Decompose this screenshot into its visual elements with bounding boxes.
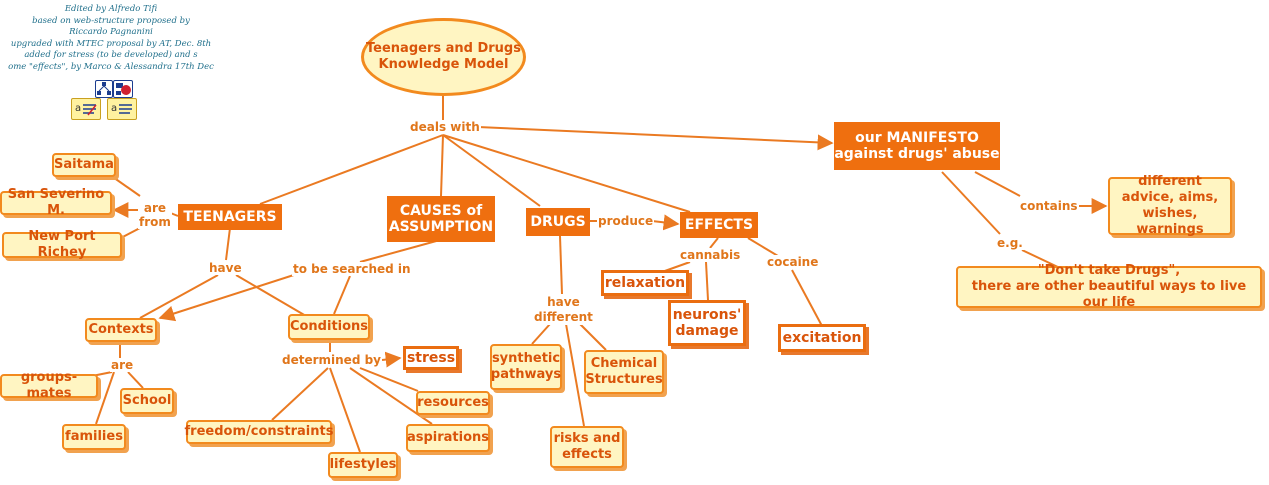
drugs-concept[interactable]: DRUGS	[526, 208, 590, 236]
synthetic-pathways-concept[interactable]: synthetic pathways	[490, 344, 562, 390]
link-determined-by[interactable]: determined by	[281, 353, 382, 367]
annotation-icon[interactable]: a	[71, 98, 101, 120]
link-are-from[interactable]: are from	[138, 201, 172, 229]
link-cocaine[interactable]: cocaine	[766, 255, 820, 269]
annotation-icon[interactable]: a	[107, 98, 137, 120]
manifesto-line2: against drugs' abuse	[834, 146, 1000, 162]
credits: Edited by Alfredo Tifi based on web-stru…	[0, 4, 222, 73]
aspirations-concept[interactable]: aspirations	[406, 424, 490, 452]
resources-concept[interactable]: resources	[416, 391, 490, 415]
dont-take-line2: there are other beautiful ways to live o…	[971, 279, 1247, 310]
synthetic-line2: pathways	[490, 367, 562, 382]
link-have-different-line2: different	[534, 310, 593, 324]
link-have-different[interactable]: have different	[533, 295, 594, 325]
advice-line1: different	[1138, 174, 1202, 189]
link-deals-with[interactable]: deals with	[409, 120, 481, 134]
resource-link-icon[interactable]	[113, 80, 133, 98]
credit-line: ome "effects", by Marco & Alessandra 17t…	[8, 61, 214, 72]
advice-line3: wishes, warnings	[1136, 206, 1204, 237]
chemical-line2: Structures	[585, 372, 663, 387]
contexts-concept[interactable]: Contexts	[85, 318, 157, 342]
neurons-line1: neurons'	[672, 307, 742, 323]
risks-line2: effects	[562, 447, 612, 462]
credit-line: added for stress (to be developed) and s	[24, 50, 198, 60]
link-eg[interactable]: e.g.	[996, 236, 1024, 250]
credit-line: upgraded with MTEC proposal by AT, Dec. …	[10, 38, 212, 49]
credit-line: Edited by Alfredo Tifi	[64, 4, 158, 14]
link-produce[interactable]: produce	[597, 214, 655, 228]
manifesto-line1: our MANIFESTO	[855, 130, 979, 146]
risks-line1: risks and	[553, 431, 621, 446]
svg-text:a: a	[75, 103, 81, 114]
chemical-structures-concept[interactable]: Chemical Structures	[584, 350, 664, 394]
advice-concept[interactable]: different advice, aims, wishes, warnings	[1108, 174, 1232, 237]
root-line1: Teenagers and Drugs	[366, 41, 521, 56]
families-concept[interactable]: families	[62, 424, 126, 450]
causes-concept[interactable]: CAUSES of ASSUMPTION	[387, 196, 495, 242]
manifesto-concept[interactable]: our MANIFESTO against drugs' abuse	[834, 122, 1000, 170]
link-to-be-searched-in[interactable]: to be searched in	[292, 262, 412, 276]
school-concept[interactable]: School	[120, 388, 174, 414]
effects-concept[interactable]: EFFECTS	[680, 212, 758, 238]
causes-line2: ASSUMPTION	[388, 219, 494, 235]
advice-line2: advice, aims,	[1121, 190, 1219, 205]
link-are-from-line2: from	[139, 215, 171, 229]
groups-mates-concept[interactable]: groups-mates	[0, 370, 98, 401]
link-have[interactable]: have	[208, 261, 243, 275]
freedom-constraints-concept[interactable]: freedom/constraints	[185, 420, 333, 444]
neurons-line2: damage	[675, 323, 739, 339]
risks-effects-concept[interactable]: risks and effects	[550, 426, 624, 468]
link-have-different-line1: have	[547, 295, 580, 309]
chemical-line1: Chemical	[590, 356, 658, 371]
root-concept[interactable]: Teenagers and Drugs Knowledge Model	[361, 18, 526, 96]
relaxation-concept[interactable]: relaxation	[601, 270, 689, 296]
root-line2: Knowledge Model	[378, 57, 509, 72]
synthetic-line1: synthetic	[491, 351, 561, 366]
concept-map-icon[interactable]	[95, 80, 113, 98]
new-port-richey-concept[interactable]: New Port Richey	[2, 229, 122, 260]
link-are-from-line1: are	[143, 201, 167, 215]
credit-line: based on web-structure proposed by	[32, 15, 190, 26]
dont-take-line1: "Don't take Drugs",	[1037, 263, 1181, 278]
excitation-concept[interactable]: excitation	[778, 324, 866, 352]
dont-take-drugs-concept[interactable]: "Don't take Drugs", there are other beau…	[956, 263, 1262, 310]
conditions-concept[interactable]: Conditions	[288, 314, 370, 340]
teenagers-concept[interactable]: TEENAGERS	[178, 204, 282, 230]
saitama-concept[interactable]: Saitama	[52, 153, 116, 177]
stress-concept[interactable]: stress	[403, 346, 459, 370]
svg-text:a: a	[111, 103, 117, 114]
link-are[interactable]: are	[110, 358, 135, 372]
link-cannabis[interactable]: cannabis	[679, 248, 742, 262]
lifestyles-concept[interactable]: lifestyles	[328, 452, 398, 478]
causes-line1: CAUSES of	[399, 203, 483, 219]
san-severino-concept[interactable]: San Severino M.	[0, 187, 112, 218]
neurons-damage-concept[interactable]: neurons' damage	[668, 300, 746, 346]
credit-line: Riccardo Pagnanini	[69, 27, 153, 37]
link-contains[interactable]: contains	[1019, 199, 1079, 213]
